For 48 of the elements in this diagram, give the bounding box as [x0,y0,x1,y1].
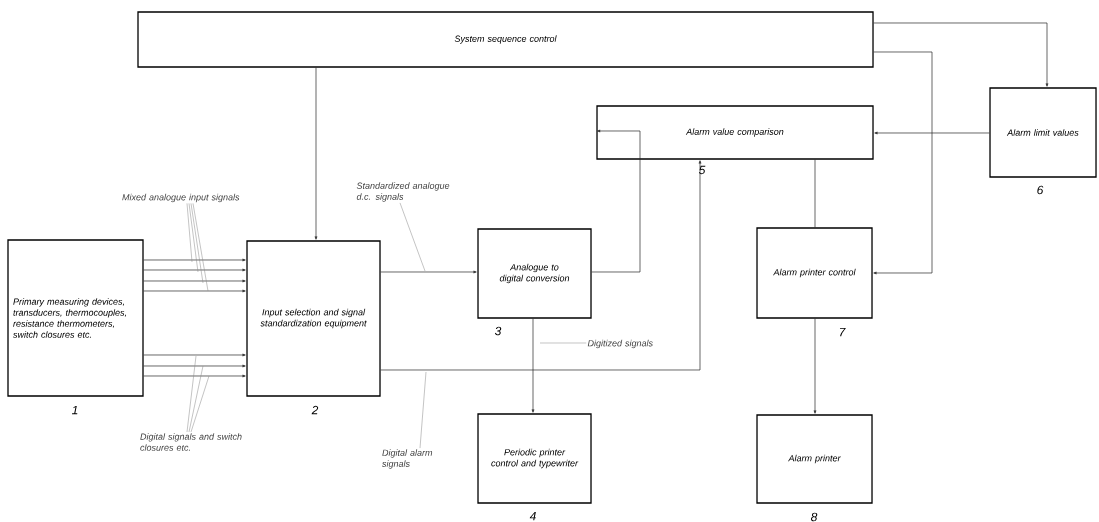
arrow [143,353,246,357]
process-box: Alarm printer control [756,227,873,319]
leader-line [188,203,199,273]
arrow [380,160,702,371]
process-box: Alarm limit values [989,87,1097,178]
arrow [874,131,990,135]
arrow [314,67,318,240]
callout-number: 1 [72,405,78,415]
callout-number: 7 [839,327,846,337]
arrow [143,374,246,378]
arrow [531,318,535,413]
leader-line [419,371,427,449]
annotation-text: Digital alarm signals [382,449,433,469]
arrow [143,279,246,283]
process-box: Analogue to digital conversion [477,228,592,319]
callout-number: 6 [1037,185,1044,195]
process-box: Primary measuring devices, transducers, thermocouples, resistance thermometers, switch closures etc. [7,239,144,397]
arrow [143,258,246,262]
arrow [873,22,1049,87]
process-box: Periodic printer control and typewriter [477,413,592,504]
leader-line [192,203,209,292]
connector-line [814,159,816,228]
annotation-text: Digital signals and switch closures etc. [140,433,242,451]
arrow [813,318,817,414]
leader-line [186,203,193,263]
annotation-text: Digitized signals [587,339,653,349]
leader-line [186,355,197,433]
arrow [873,51,933,275]
annotation-text: Standardized analogue d.c. signals [356,182,450,202]
arrow [143,268,246,272]
process-box: Alarm value comparison [596,105,874,160]
leader-line [399,202,426,272]
arrow [591,129,641,273]
leader-line [188,365,204,433]
arrow [143,364,246,368]
arrow [143,289,246,293]
callout-number: 2 [311,405,319,415]
callout-number: 5 [698,165,706,175]
leader-line [190,203,204,284]
process-box: Alarm printer [756,414,873,504]
callout-number: 4 [529,511,536,521]
process-box: Input selection and signal standardization equipment [246,240,381,397]
process-box: System sequence control [137,11,874,68]
annotation-text: Mixed analogue input signals [122,193,240,203]
callout-number: 8 [811,512,818,522]
arrow [380,270,477,274]
leader-line [190,375,210,433]
callout-number: 3 [494,326,502,336]
